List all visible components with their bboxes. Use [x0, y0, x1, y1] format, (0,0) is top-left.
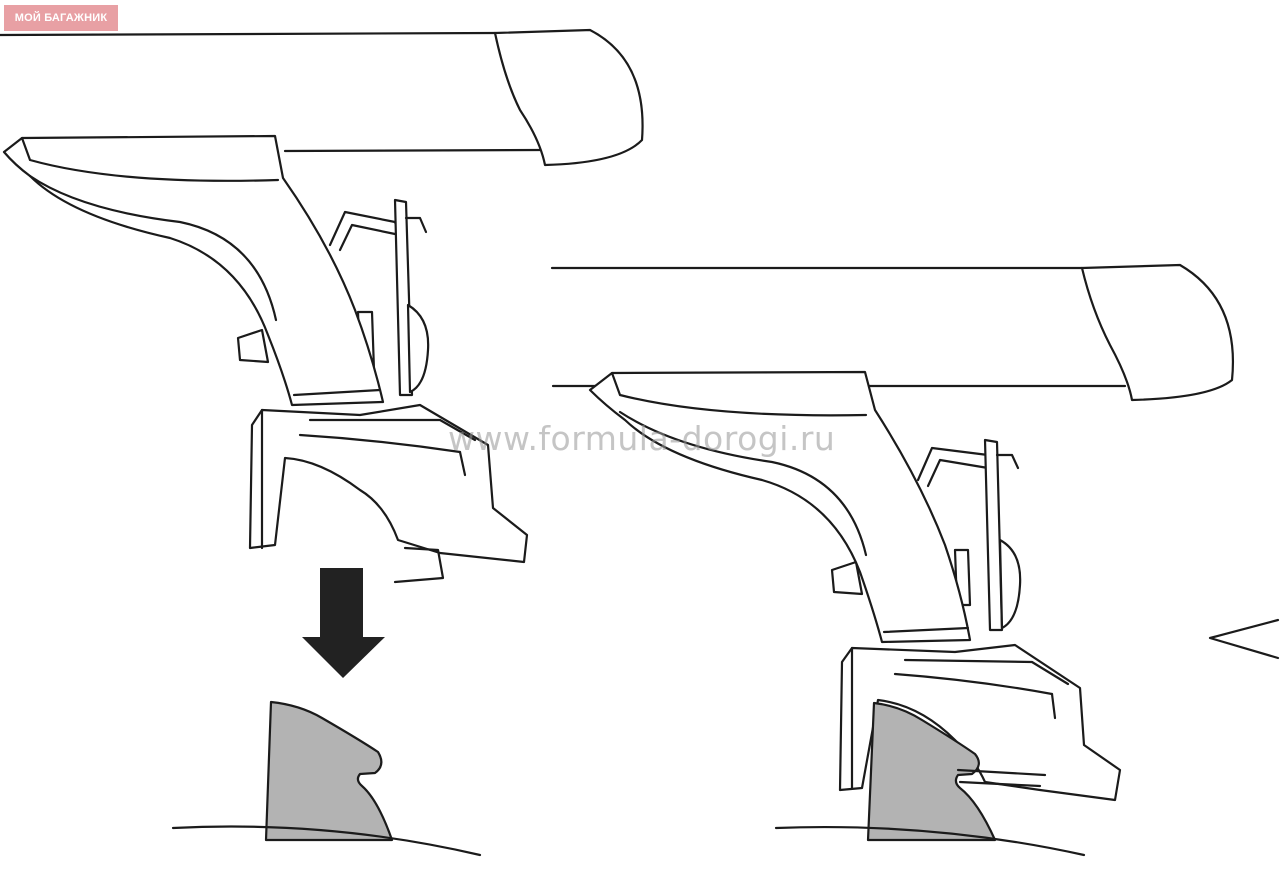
down-arrow-icon: [302, 568, 385, 678]
left-clamp-bracket: [236, 198, 430, 397]
left-foot: [2, 134, 385, 407]
left-arrow-icon: [1208, 618, 1280, 660]
right-assembly: [550, 263, 1280, 857]
right-crossbar: [550, 263, 1234, 402]
watermark-text: www.formula-dorogi.ru: [448, 419, 836, 458]
left-roof-rail: [171, 700, 482, 857]
left-crossbar: [0, 28, 644, 167]
right-roof-rail: [774, 701, 1086, 857]
brand-badge: МОЙ БАГАЖНИК: [4, 5, 118, 31]
right-clamp-bracket: [830, 438, 1022, 632]
left-pad: [248, 403, 529, 584]
left-assembly: [0, 28, 644, 857]
right-foot: [588, 370, 972, 644]
